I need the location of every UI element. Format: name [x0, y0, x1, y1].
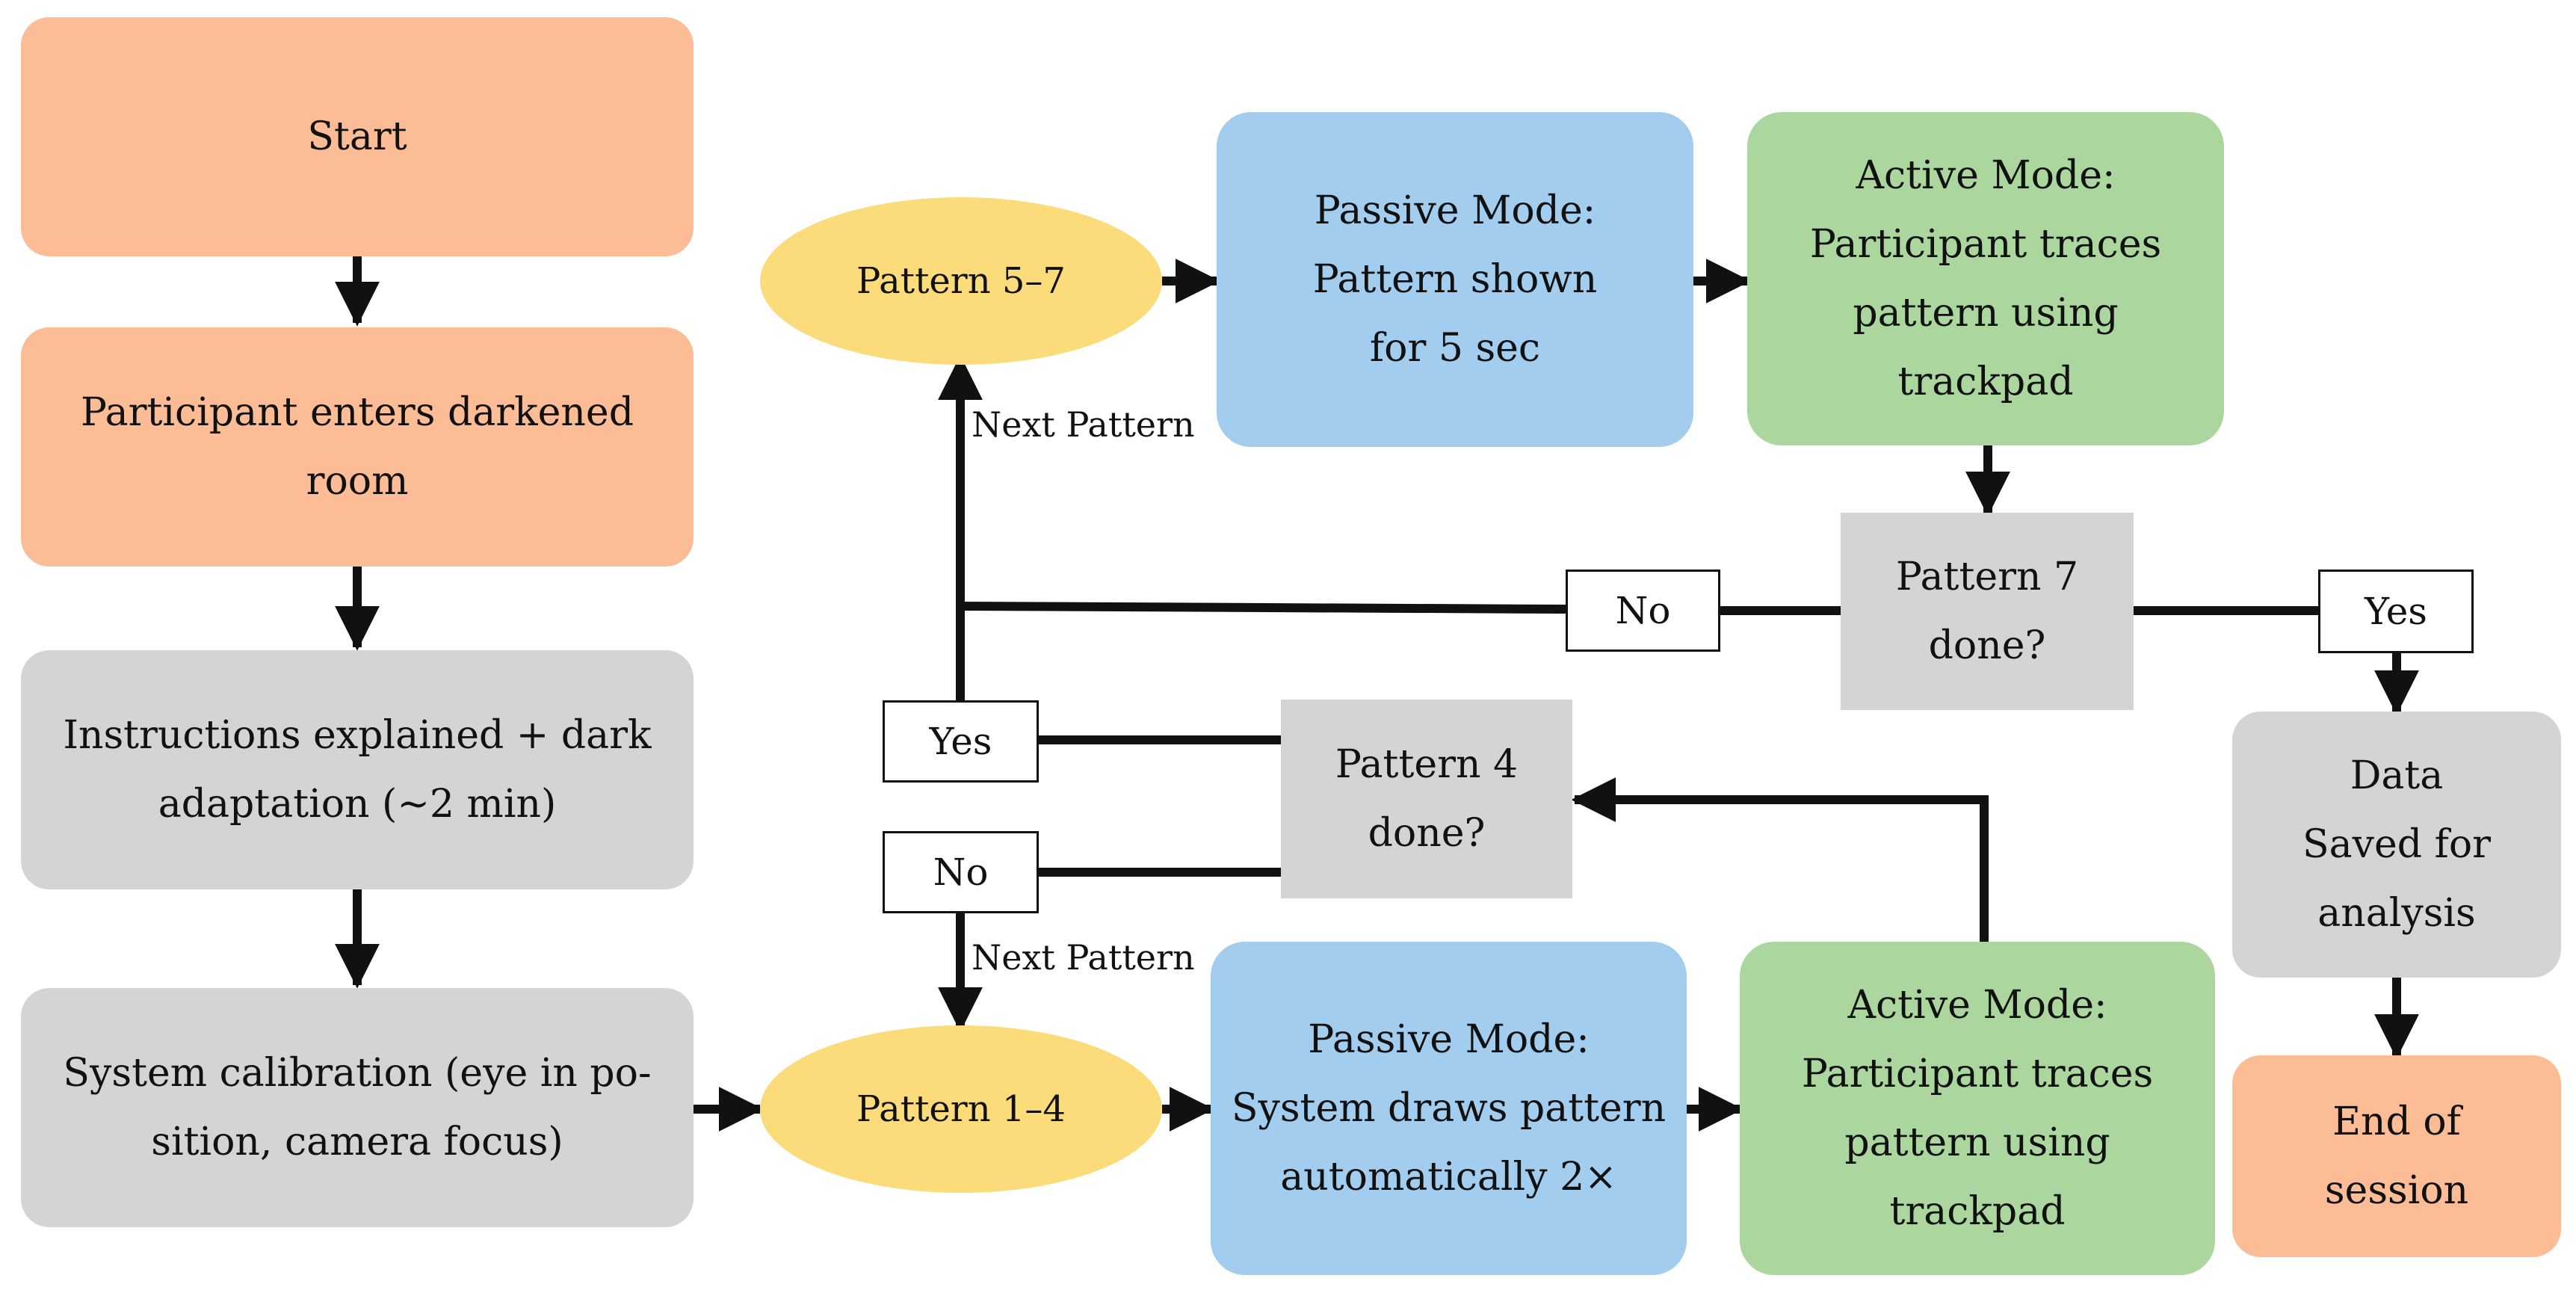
arrow-active-bottom-to-pattern4-done [1571, 777, 1989, 942]
no-label-top: No [1566, 570, 1720, 652]
pattern-1-4-node: Pattern 1–4 [760, 1025, 1162, 1193]
yes-label-left: Yes [883, 700, 1039, 783]
calibration-node: System calibration (eye in po-sition, ca… [21, 988, 694, 1227]
line-no-to-loop [960, 602, 1566, 614]
pattern-5-7-node: Pattern 5–7 [760, 197, 1162, 365]
next-pattern-label-top: Next Pattern [972, 404, 1195, 445]
next-pattern-label-bottom: Next Pattern [972, 937, 1195, 978]
start-node: Start [21, 17, 694, 256]
no-label-left: No [883, 831, 1039, 913]
yes-label-right: Yes [2318, 570, 2474, 653]
